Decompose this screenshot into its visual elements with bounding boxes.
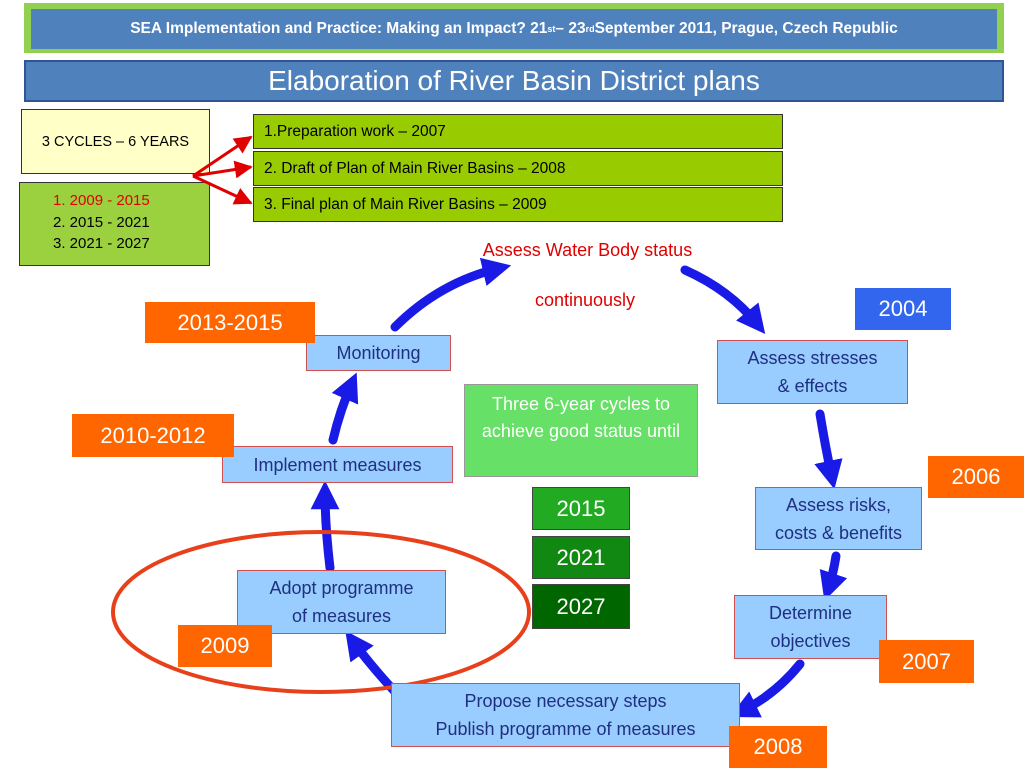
blue-arrow-implement-to-monitoring xyxy=(328,372,359,445)
year-label-2013-2015: 2013-2015 xyxy=(145,302,315,343)
node-monitoring: Monitoring xyxy=(306,335,451,371)
banner-text-3: September 2011, Prague, Czech Republic xyxy=(594,20,898,37)
conference-banner: SEA Implementation and Practice: Making … xyxy=(31,9,997,49)
node-assess-risks-line1: Assess risks, xyxy=(785,494,891,515)
blue-arrow-objectives-to-propose xyxy=(729,659,805,718)
cycle-item-2: 2. 2015 - 2021 xyxy=(53,213,150,231)
center-year-2015: 2015 xyxy=(532,487,630,530)
node-assess-risks: Assess risks, costs & benefits xyxy=(755,487,922,550)
step-preparation: 1.Preparation work – 2007 xyxy=(253,114,783,149)
node-objectives-line1: Determine xyxy=(768,603,853,623)
banner-text-2: – 23 xyxy=(555,20,586,37)
cycles-list: 1. 2009 - 2015 2. 2015 - 2021 3. 2021 - … xyxy=(19,182,210,266)
step-draft-plan: 2. Draft of Plan of Main River Basins – … xyxy=(253,151,783,186)
red-arrow-1 xyxy=(192,135,253,178)
node-adopt-line1: Adopt programme xyxy=(269,578,414,598)
node-propose-line1: Propose necessary steps xyxy=(464,691,667,711)
blue-arrow-adopt-to-implement xyxy=(310,480,340,573)
year-label-2006: 2006 xyxy=(928,456,1024,498)
highlight-ellipse xyxy=(111,530,531,694)
year-label-2007: 2007 xyxy=(879,640,974,683)
cycle-item-1: 1. 2009 - 2015 xyxy=(53,192,150,209)
blue-arrow-monitoring-to-status xyxy=(390,257,512,332)
blue-arrow-risks-to-objectives xyxy=(819,551,848,601)
node-propose-line2: Publish programme of measures xyxy=(435,719,696,739)
node-implement-measures: Implement measures xyxy=(222,446,453,483)
center-cycles-text: Three 6-year cycles to achieve good stat… xyxy=(464,384,698,477)
node-assess-stresses-line2: & effects xyxy=(777,376,848,396)
node-adopt-line2: of measures xyxy=(291,606,392,626)
step-final-plan: 3. Final plan of Main River Basins – 200… xyxy=(253,187,783,222)
node-objectives-line2: objectives xyxy=(770,631,851,651)
year-label-2009: 2009 xyxy=(178,625,272,667)
red-arrow-2 xyxy=(192,160,253,179)
continuously-label: continuously xyxy=(534,290,636,310)
year-label-2008: 2008 xyxy=(729,726,827,768)
blue-arrow-stresses-to-risks xyxy=(814,409,843,490)
node-assess-risks-line2: costs & benefits xyxy=(774,522,903,543)
banner-sup-1: st xyxy=(547,24,556,34)
red-arrow-3 xyxy=(192,174,253,205)
center-year-2021: 2021 xyxy=(532,536,630,579)
red-fan-arrows xyxy=(192,135,253,205)
banner-sup-2: rd xyxy=(585,24,595,34)
year-label-2004: 2004 xyxy=(855,288,951,330)
blue-arrow-status-to-stresses xyxy=(680,265,766,334)
node-assess-stresses-line1: Assess stresses xyxy=(747,348,878,368)
year-label-2010-2012: 2010-2012 xyxy=(72,414,234,457)
node-assess-stresses: Assess stresses & effects xyxy=(717,340,908,404)
banner-text-1: SEA Implementation and Practice: Making … xyxy=(130,20,548,37)
node-propose-steps: Propose necessary steps Publish programm… xyxy=(391,683,740,747)
node-determine-objectives: Determine objectives xyxy=(734,595,887,659)
assess-status-label: Assess Water Body status xyxy=(482,240,693,260)
center-year-2027: 2027 xyxy=(532,584,630,629)
cycles-label-box: 3 CYCLES – 6 YEARS xyxy=(21,109,210,174)
slide-title: Elaboration of River Basin District plan… xyxy=(24,60,1004,102)
cycle-item-3: 3. 2021 - 2027 xyxy=(53,235,150,252)
node-adopt-programme: Adopt programme of measures xyxy=(237,570,446,634)
